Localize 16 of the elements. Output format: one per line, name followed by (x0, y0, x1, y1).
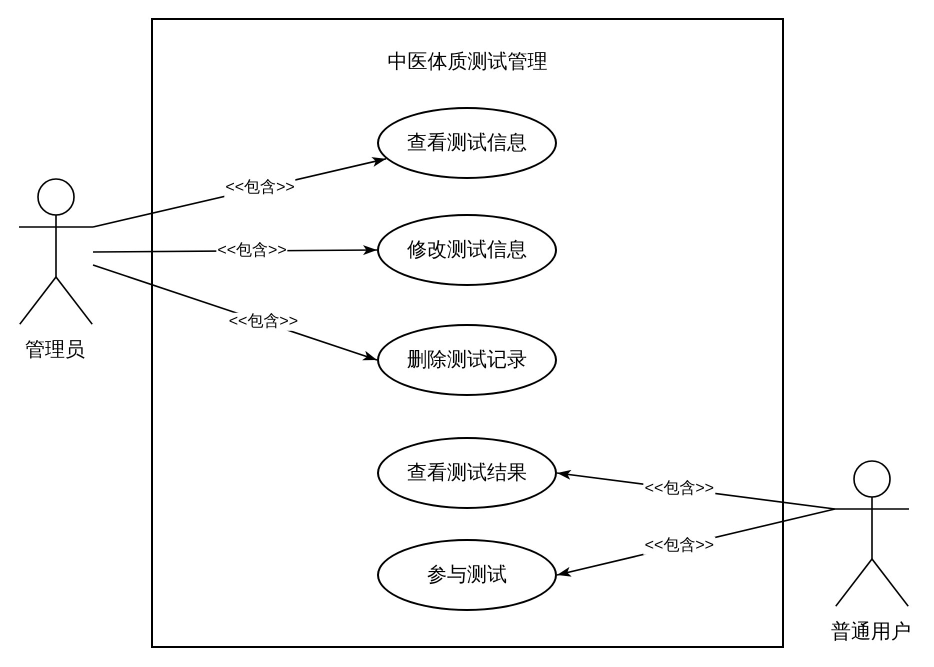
use-case-ellipse: 修改测试信息 (377, 214, 557, 286)
use-case-ellipse: 查看测试结果 (377, 437, 557, 509)
use-case-ellipse: 查看测试信息 (377, 107, 557, 179)
actor-name: 普通用户 (831, 620, 911, 644)
actor-name: 管理员 (25, 338, 85, 362)
use-case-ellipse: 参与测试 (377, 539, 557, 611)
boundary-title: 中医体质测试管理 (388, 50, 548, 74)
system-boundary (151, 18, 784, 648)
use-case-ellipse: 删除测试记录 (377, 324, 557, 396)
actor-figure (835, 460, 909, 607)
edge-label: <<包含>> (644, 480, 715, 498)
actor-figure (19, 178, 93, 325)
edge-label: <<包含>> (644, 536, 715, 556)
edge-label: <<包含>> (224, 178, 296, 198)
edge-label: <<包含>> (216, 242, 288, 260)
edge-label: <<包含>> (228, 312, 300, 332)
